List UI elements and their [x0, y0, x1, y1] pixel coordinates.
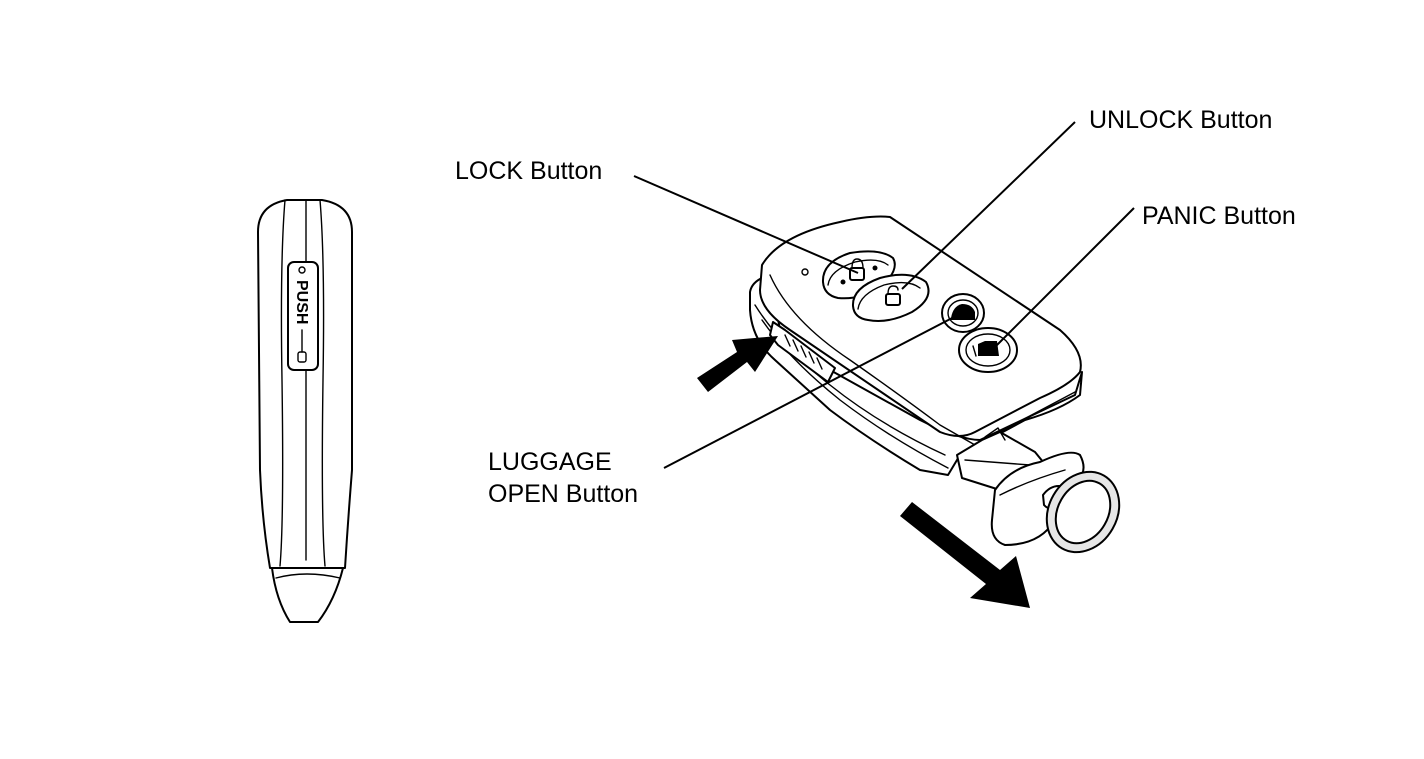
luggage-open-button-label: LUGGAGE OPEN Button: [488, 446, 638, 510]
key-fob-side-view: PUSH: [257, 199, 353, 623]
unlock-button: [851, 273, 930, 322]
luggage-label-line2: OPEN Button: [488, 480, 639, 508]
unlock-button-label: UNLOCK Button: [1089, 106, 1273, 134]
panic-leader-line: [992, 207, 1135, 350]
luggage-open-button: [941, 293, 985, 333]
key-fob-main-view: [697, 215, 1121, 608]
lock-button-label: LOCK Button: [455, 157, 603, 185]
panic-button-label: PANIC Button: [1142, 202, 1296, 230]
unlock-leader-line: [901, 121, 1076, 290]
unlock-icon: [885, 285, 901, 306]
mechanical-key: [956, 427, 1121, 554]
lock-leader-line: [633, 175, 859, 274]
luggage-leader-line: [663, 315, 957, 469]
luggage-label-line1: LUGGAGE: [488, 448, 612, 476]
push-release-button: [287, 261, 319, 371]
car-horn-icon: [978, 341, 999, 356]
push-arrow: [697, 336, 778, 392]
pull-arrow: [900, 502, 1030, 608]
car-trunk-icon: [951, 304, 975, 320]
led-indicator: [801, 268, 809, 276]
push-label: PUSH: [293, 280, 310, 324]
